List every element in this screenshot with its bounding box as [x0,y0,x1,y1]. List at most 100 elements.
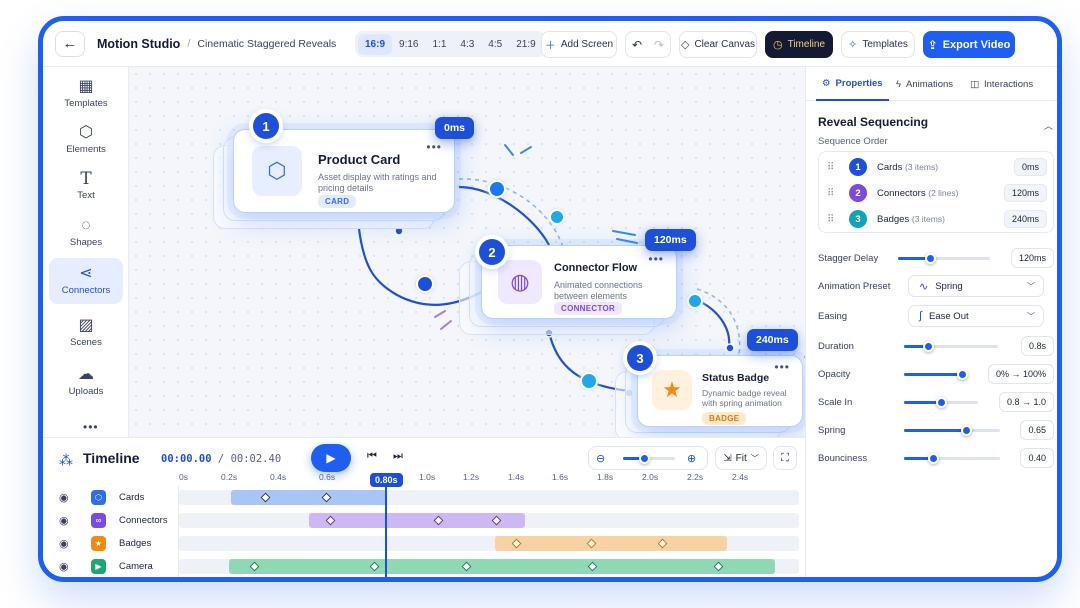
chevron-up-icon[interactable]: ︿ [1043,121,1053,131]
eye-icon[interactable]: ◉ [59,538,69,550]
product-card[interactable]: ⬡ Product Card Asset display with rating… [233,129,455,213]
templates-button[interactable]: ✧ Templates [841,31,915,58]
drag-handle-icon[interactable]: ⠿ [827,213,834,225]
drag-handle-icon[interactable]: ⠿ [827,161,834,173]
connector-line[interactable] [547,331,630,393]
slider-knob[interactable] [922,341,934,352]
tab-interactions[interactable]: ◫ Interactions [970,67,1033,101]
sidebar-item-scenes[interactable]: ▨ Scenes [49,310,123,356]
back-button[interactable]: ← [55,30,85,57]
sequence-delay[interactable]: 240ms [1003,210,1047,228]
scale-in-value[interactable]: 0.8 → 1.0 [998,392,1054,412]
bounciness-value[interactable]: 0.40 [1020,448,1054,468]
undo-icon[interactable]: ↶ [631,37,642,52]
slider-knob[interactable] [638,453,650,464]
sequence-item[interactable]: ⠿ 3 Badges (3 items) 240ms [819,206,1055,232]
sequence-delay[interactable]: 120ms [1003,184,1047,202]
sequence-delay[interactable]: 0ms [1013,158,1047,176]
drag-handle-icon[interactable]: ⠿ [827,187,834,199]
more-icon[interactable]: ••• [83,420,99,434]
eye-icon[interactable]: ◉ [59,561,69,573]
status-badge-card[interactable]: ★ Status Badge Dynamic badge reveal with… [637,355,803,427]
spring-value[interactable]: 0.65 [1020,420,1054,440]
tab-animations[interactable]: ϟ Animations [896,67,953,101]
sidebar-item-shapes[interactable]: ◌ Shapes [49,210,123,256]
connectors-clip[interactable] [309,513,525,528]
connector-flow-card[interactable]: ◍ Connector Flow Animated connections be… [481,245,677,319]
playhead-time[interactable]: 0.80s [370,473,403,487]
connector-line[interactable] [458,185,550,246]
sidebar-item-connectors[interactable]: ⋖ Connectors [49,258,123,304]
card-description: Animated connections between elements [554,280,643,301]
sidebar-item-templates[interactable]: ▦ Templates [49,71,123,117]
playhead[interactable] [385,486,387,577]
redo-icon[interactable]: ↷ [654,37,665,52]
badges-clip[interactable] [495,536,727,551]
time-ruler[interactable]: 0s 0.2s 0.4s 0.6s 1.0s 1.2s 1.4s 1.6s 1.… [179,472,799,486]
slider-knob[interactable] [927,453,939,464]
sidebar-item-elements[interactable]: ⬡ Elements [49,117,123,163]
bounciness-label: Bounciness [818,452,868,464]
duration-slider[interactable] [904,341,998,352]
track-badges[interactable]: ◉ ★ Badges [43,532,179,555]
slider-knob[interactable] [925,253,937,264]
opacity-value[interactable]: 0% → 100% [987,364,1054,384]
connector-node[interactable] [416,275,434,293]
duration-value[interactable]: 0.8s [1020,336,1054,356]
opacity-slider[interactable] [904,369,968,380]
track-connectors[interactable]: ◉ ∞ Connectors [43,509,179,532]
sequence-count: (3 items) [904,161,939,172]
connector-node[interactable] [687,293,703,309]
stagger-delay-value[interactable]: 120ms [1010,248,1054,268]
eye-icon[interactable]: ◉ [59,515,69,527]
connector-node[interactable] [580,372,598,390]
more-icon[interactable]: ••• [648,252,664,266]
export-video-button[interactable]: ⇪ Export Video [923,31,1015,58]
track-cards[interactable]: ◉ ⬡ Cards [43,486,179,509]
sidebar-item-uploads[interactable]: ☁ Uploads [49,359,123,405]
more-icon[interactable]: ••• [774,360,790,374]
camera-clip[interactable] [229,559,775,574]
tab-label: Properties [835,77,883,89]
slider-knob[interactable] [961,425,973,436]
sidebar-item-text[interactable]: T Text [49,163,123,209]
delay-chip: 240ms [747,329,798,351]
scale-in-slider[interactable] [904,397,978,408]
easing-select[interactable]: ∫ Ease Out ﹀ [908,305,1044,327]
fit-button[interactable]: ⇲ Fit ﹀ [715,446,767,470]
timeline-zoom-slider[interactable] [623,453,675,464]
ratio-21-9[interactable]: 21:9 [516,38,536,50]
bounciness-slider[interactable] [904,453,1000,464]
ratio-16-9[interactable]: 16:9 [358,33,393,55]
zoom-in-icon[interactable]: ⊕ [687,453,697,465]
ratio-4-5[interactable]: 4:5 [488,38,503,50]
add-screen-button[interactable]: ＋ Add Screen [541,31,617,58]
sequence-item[interactable]: ⠿ 2 Connectors (2 lines) 120ms [819,180,1055,206]
design-canvas[interactable]: ⬡ Product Card Asset display with rating… [129,67,805,441]
skip-forward-icon[interactable]: ⏭ [393,450,403,462]
connector-node[interactable] [488,180,506,198]
expand-button[interactable]: ⛶ [773,446,797,470]
more-icon[interactable]: ••• [426,140,442,154]
ratio-9-16[interactable]: 9:16 [399,38,419,50]
slider-knob[interactable] [957,369,968,380]
stagger-delay-slider[interactable] [898,253,990,264]
tab-properties[interactable]: ⚙ Properties [816,67,889,101]
cards-clip[interactable] [231,490,387,505]
eye-icon[interactable]: ◉ [59,492,69,504]
track-camera[interactable]: ◉ ▶ Camera [43,555,179,577]
slider-knob[interactable] [936,397,947,408]
connector-node[interactable] [549,209,565,225]
aspect-ratio-group: 16:9 9:16 1:1 4:3 4:5 21:9 [355,31,546,57]
play-button[interactable]: ▶ [311,444,351,472]
ratio-1-1[interactable]: 1:1 [432,38,447,50]
zoom-out-icon[interactable]: ⊖ [596,453,606,465]
timeline-button[interactable]: ◷ Timeline [765,31,833,58]
skip-back-icon[interactable]: ⏮ [367,450,377,462]
sequence-item[interactable]: ⠿ 1 Cards (3 items) 0ms [819,154,1055,180]
clear-canvas-button[interactable]: ◇ Clear Canvas [679,31,757,58]
animation-preset-select[interactable]: ∿ Spring ﹀ [908,275,1044,297]
connector-node[interactable] [725,343,735,353]
spring-slider[interactable] [904,425,1000,436]
ratio-4-3[interactable]: 4:3 [460,38,475,50]
